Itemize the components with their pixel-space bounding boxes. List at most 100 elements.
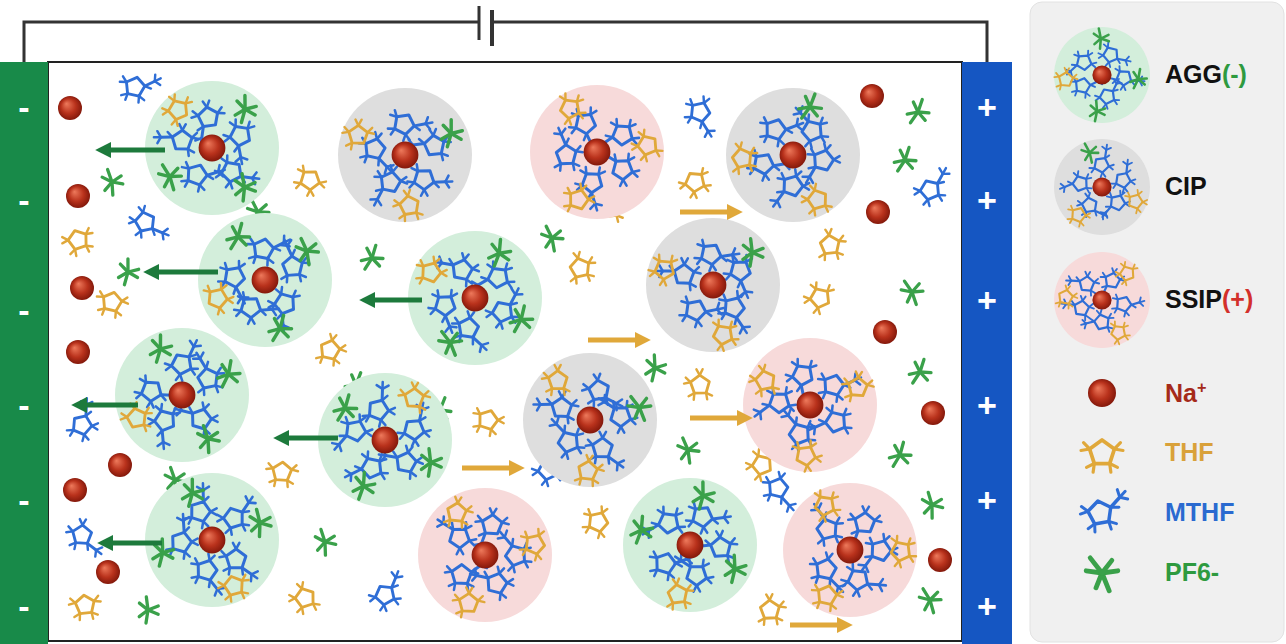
solvation-shell	[1054, 252, 1150, 348]
solvation-shell	[1054, 139, 1150, 235]
mthf-molecule	[215, 258, 254, 305]
solvation-shell	[115, 328, 249, 462]
mthf-molecule	[191, 553, 224, 595]
pf6-anion	[311, 528, 339, 557]
polarity-sign: +	[962, 90, 1012, 124]
sodium-ion	[169, 382, 196, 409]
sodium-ion	[392, 142, 419, 169]
mthf-molecule	[124, 200, 171, 250]
thf-molecule	[558, 91, 587, 126]
mthf-molecule	[809, 503, 844, 547]
pf6-anion	[439, 332, 462, 356]
migration-arrow	[84, 403, 138, 408]
mthf-molecule	[498, 530, 532, 573]
polarity-sign: +	[962, 283, 1012, 317]
thf-molecule	[1064, 204, 1092, 229]
thf-molecule	[790, 435, 825, 474]
polarity-sign: +	[962, 483, 1012, 517]
mthf-molecule	[116, 68, 162, 107]
polarity-sign: -	[0, 183, 48, 217]
mthf-molecule	[159, 337, 211, 385]
positive-electrode: ++++++	[962, 62, 1012, 644]
sodium-ion	[1092, 290, 1111, 309]
migration-arrow	[462, 466, 512, 471]
migration-arrow	[588, 338, 638, 343]
thf-molecule	[1109, 319, 1131, 345]
solvation-shell	[145, 81, 279, 215]
cip-cluster	[645, 218, 780, 352]
mthf-molecule	[762, 471, 796, 513]
thf-molecule	[519, 527, 546, 561]
thf-molecule	[889, 534, 917, 568]
thf-molecule	[337, 114, 377, 152]
pf6-anion	[414, 447, 446, 479]
migration-arrow	[110, 541, 162, 546]
polarity-sign: +	[962, 183, 1012, 217]
pf6-anion	[1080, 143, 1100, 163]
cip-cluster	[726, 88, 860, 222]
migration-arrow	[690, 416, 740, 421]
mthf-molecule	[1084, 143, 1123, 182]
thf-molecule	[447, 582, 487, 620]
thf-molecule	[745, 362, 782, 401]
sodium-ion	[1092, 65, 1111, 84]
pf6-anion	[221, 221, 254, 253]
pf6-anion	[263, 313, 296, 345]
migration-arrow	[790, 623, 840, 628]
agg-cluster	[623, 478, 757, 613]
mthf-molecule	[358, 131, 394, 176]
polarity-sign: -	[0, 388, 48, 422]
mthf-molecule	[189, 351, 226, 396]
mthf-molecule	[328, 413, 375, 453]
pf6-anion	[1085, 100, 1109, 124]
agg-cluster	[1050, 27, 1150, 124]
migration-arrow	[108, 148, 165, 153]
mthf-molecule	[653, 247, 706, 298]
legend-label: THF	[1165, 439, 1214, 467]
legend-label: Na+	[1165, 379, 1206, 408]
mthf-molecule	[272, 238, 313, 286]
solvation-shell	[743, 338, 877, 472]
thf-molecule	[441, 494, 476, 533]
pf6-anion	[356, 243, 387, 274]
pf6-anion	[328, 393, 361, 425]
polarity-sign: -	[0, 483, 48, 517]
legend-label: SSIP(+)	[1165, 286, 1253, 314]
solvation-shell	[338, 88, 472, 222]
thf-molecule	[93, 289, 129, 320]
sodium-ion	[96, 560, 120, 584]
pf6-anion	[904, 357, 935, 388]
pf6-anion	[884, 440, 915, 471]
thf-molecule	[1081, 440, 1123, 472]
pf6-anion	[346, 470, 379, 503]
sodium-ion	[63, 478, 87, 502]
pf6-anion	[504, 304, 537, 337]
solvation-shell	[408, 231, 542, 365]
mthf-molecule	[1105, 158, 1144, 197]
pf6-anion	[482, 237, 515, 270]
pf6-anion	[228, 94, 260, 127]
legend-swatches	[1050, 27, 1150, 591]
mthf-molecule	[177, 481, 228, 534]
mthf-molecule	[909, 165, 958, 209]
sodium-ion	[797, 392, 824, 419]
sodium-ion	[584, 139, 611, 166]
pf6-anion	[917, 491, 946, 520]
polarity-sign: -	[0, 589, 48, 623]
thf-molecule	[711, 317, 740, 352]
agg-cluster	[318, 373, 452, 507]
sodium-ion	[199, 527, 226, 554]
sodium-ion	[1092, 177, 1111, 196]
solvation-shell	[1054, 27, 1150, 123]
ssip-cluster	[1054, 252, 1150, 348]
mthf-molecule	[152, 113, 205, 164]
thf-molecule	[676, 165, 716, 202]
thf-molecule	[216, 572, 253, 604]
pf6-anion	[539, 226, 565, 253]
solvation-shell	[646, 218, 780, 352]
sodium-ion	[108, 453, 132, 477]
thf-molecule	[284, 579, 323, 619]
thf-molecule	[681, 367, 715, 405]
